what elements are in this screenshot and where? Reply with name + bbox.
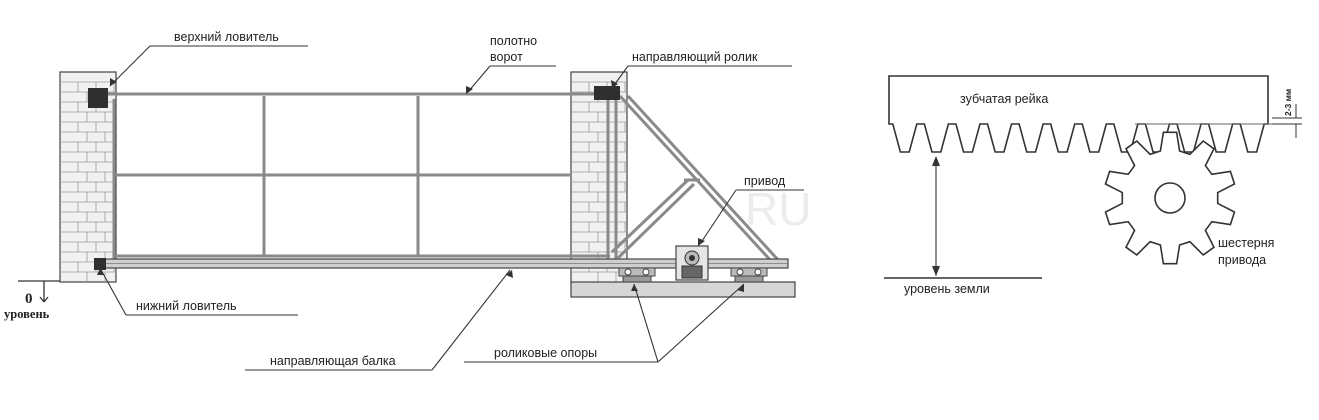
leader-roller-support-right [657, 283, 745, 363]
label-gate-leaf-line2: ворот [490, 50, 523, 64]
level-zero-text: 0 [25, 291, 33, 307]
leader-guide-beam [431, 269, 511, 371]
label-pinion-line1: шестерня [1218, 236, 1274, 250]
label-roller-supports: роликовые опоры [494, 346, 597, 360]
foundation-base [570, 281, 796, 298]
level-word-text: уровень [4, 307, 50, 321]
zero-level-marker [18, 280, 60, 303]
right-brick-pillar [570, 71, 628, 285]
label-guide-roller: направляющий ролик [632, 50, 758, 64]
guide-roller [594, 86, 620, 100]
gear-rack [888, 75, 1269, 153]
label-bottom-catcher: нижний ловитель [136, 299, 237, 313]
leader-drive [699, 189, 737, 245]
gate-leaf [108, 92, 782, 264]
rack-pinion-diagram: зубчатая рейка 2-3 мм шестерня привода у… [884, 75, 1302, 296]
label-guide-beam: направляющая балка [270, 354, 396, 368]
leader-bottom-catcher [99, 267, 127, 316]
label-pinion-line2: привода [1218, 253, 1266, 267]
label-drive: привод [744, 174, 786, 188]
label-ground-level: уровень земли [904, 282, 990, 296]
pinion-hub [1154, 182, 1186, 214]
top-catcher [88, 88, 108, 108]
drive-unit [675, 245, 709, 281]
height-dimension [932, 156, 940, 276]
leader-gate-leaf [467, 65, 491, 93]
label-gate-leaf-line1: полотно [490, 34, 537, 48]
watermark: RU [745, 183, 811, 235]
leader-roller-support-left [633, 283, 659, 363]
roller-support-right [730, 267, 768, 283]
sliding-gate-diagram: RU [4, 30, 811, 371]
leader-top-catcher [109, 45, 151, 87]
bottom-catcher [94, 258, 106, 270]
label-rack: зубчатая рейка [960, 92, 1048, 106]
gap-dimension [1272, 104, 1302, 138]
roller-support-left [618, 267, 656, 283]
label-gap: 2-3 мм [1283, 89, 1293, 116]
label-top-catcher: верхний ловитель [174, 30, 279, 44]
